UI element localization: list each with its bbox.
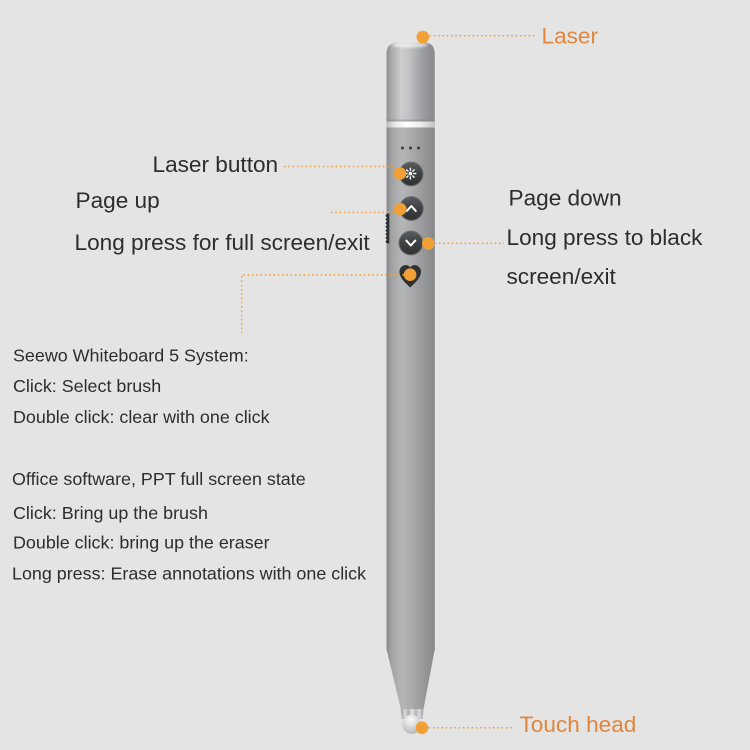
svg-text:Click: Select brush: Click: Select brush bbox=[13, 376, 161, 396]
svg-text:Laser: Laser bbox=[542, 24, 599, 49]
svg-text:Double click: clear with one c: Double click: clear with one click bbox=[13, 407, 270, 427]
svg-text:Long press: Erase annotations: Long press: Erase annotations with one c… bbox=[12, 563, 366, 583]
svg-text:Seewo Whiteboard 5 System:: Seewo Whiteboard 5 System: bbox=[13, 345, 249, 365]
svg-text:Page down: Page down bbox=[509, 186, 622, 211]
svg-text:Click: Bring up the brush: Click: Bring up the brush bbox=[13, 503, 208, 523]
svg-text:Touch head: Touch head bbox=[520, 712, 637, 737]
svg-text:Page up: Page up bbox=[76, 188, 160, 213]
svg-text:Long press to black: Long press to black bbox=[507, 225, 704, 250]
svg-text:Office software, PPT full scre: Office software, PPT full screen state bbox=[12, 469, 306, 489]
svg-text:Double click: bring up the era: Double click: bring up the eraser bbox=[13, 533, 270, 553]
svg-text:Laser button: Laser button bbox=[153, 152, 279, 177]
svg-text:screen/exit: screen/exit bbox=[507, 264, 617, 289]
svg-text:Long press for full screen/exi: Long press for full screen/exit bbox=[75, 230, 371, 255]
